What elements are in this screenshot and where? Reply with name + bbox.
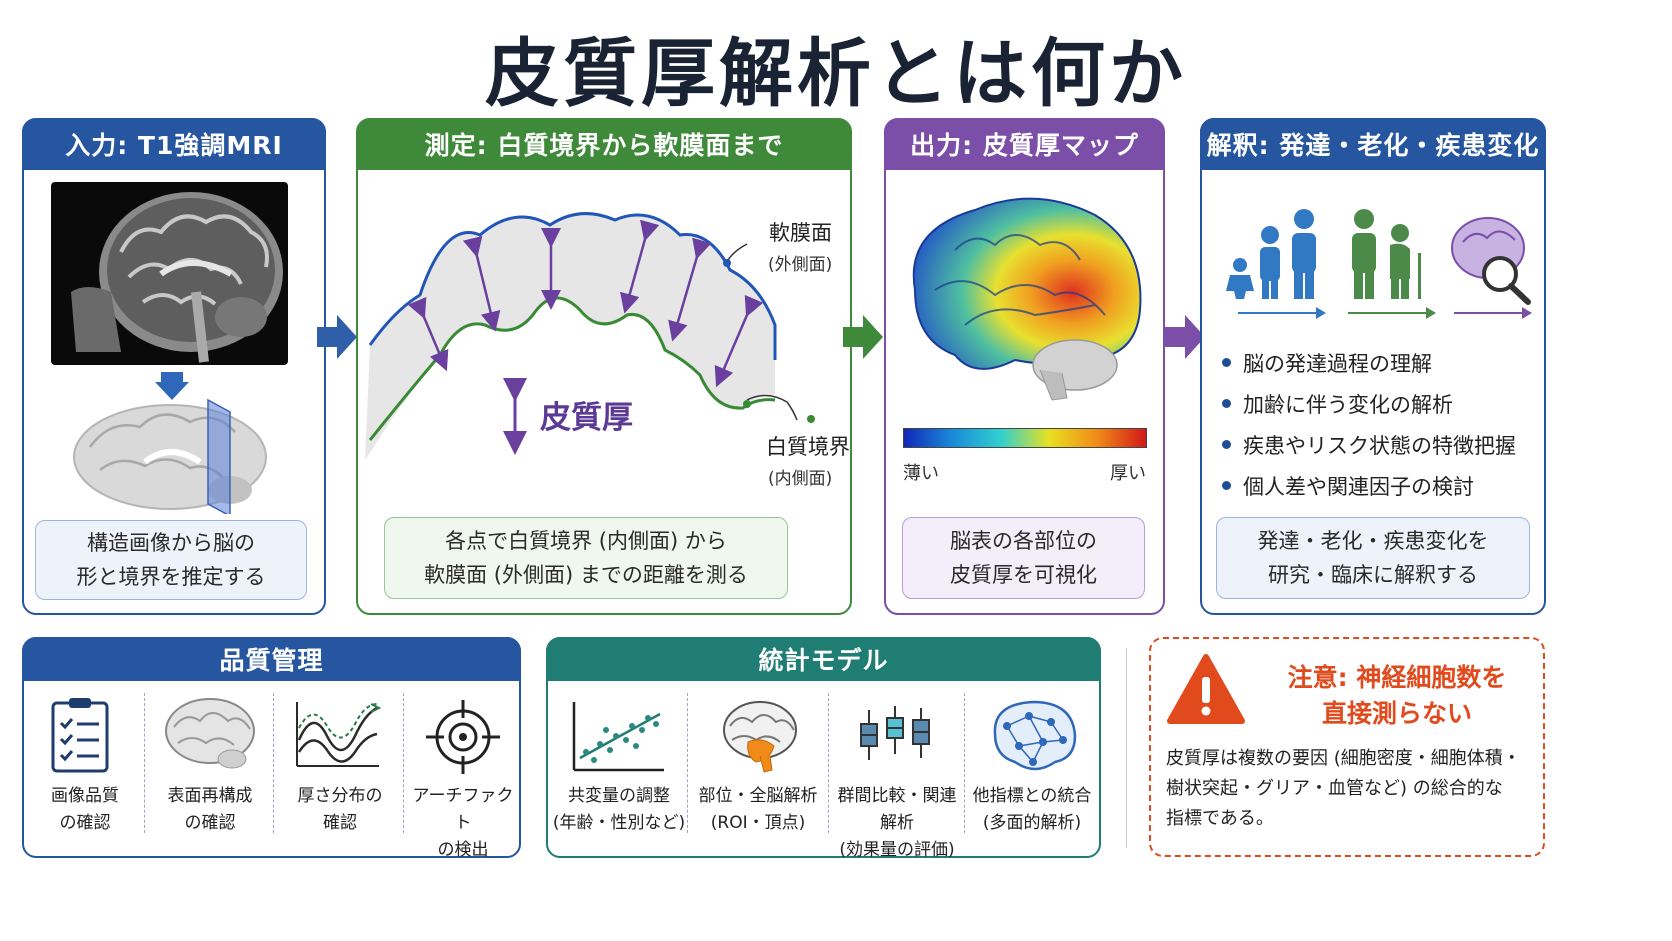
measure-header: 測定: 白質境界から軟膜面まで (356, 118, 852, 170)
measure-caption-line1: 各点で白質境界 (内側面) から (445, 529, 727, 553)
interpret-header: 解釈: 発達・老化・疾患変化 (1200, 118, 1546, 170)
white-matter-label: 白質境界 (766, 435, 850, 459)
brain-region-icon (723, 701, 797, 773)
output-caption: 脳表の各部位の 皮質厚を可視化 (902, 517, 1145, 599)
flow-arrow-icon (317, 315, 357, 359)
down-arrow-icon (155, 372, 189, 400)
output-caption-line2: 皮質厚を可視化 (950, 563, 1097, 587)
white-matter-sub: (内側面) (768, 469, 833, 489)
measure-caption-line2: 軟膜面 (外側面) までの距離を測る (424, 563, 748, 587)
warning-icon (1167, 654, 1245, 724)
input-caption-line1: 構造画像から脳の (87, 531, 255, 555)
bullet-item: 疾患やリスク状態の特徴把握 (1222, 424, 1516, 465)
brain-mri-icon (51, 182, 288, 365)
pial-label: 軟膜面 (769, 221, 832, 245)
elderly-people-icon (1348, 209, 1436, 319)
stats-item-4: 他指標との統合(多面的解析) (972, 786, 1092, 833)
qc-item-3: 厚さ分布の確認 (297, 786, 383, 833)
output-caption-line1: 脳表の各部位の (950, 529, 1097, 553)
brain-network-icon (993, 700, 1077, 771)
bullet-item: 個人差や関連因子の検討 (1222, 465, 1516, 506)
stats-item-3: 群間比較・関連解析(効果量の評価) (837, 786, 957, 860)
pial-sub: (外側面) (768, 255, 833, 275)
scale-low-label: 薄い (903, 463, 939, 484)
people-development-icon (1226, 209, 1326, 319)
interpret-bullet-list: 脳の発達過程の理解 加齢に伴う変化の解析 疾患やリスク状態の特徴把握 個人差や関… (1222, 342, 1516, 506)
cortex-diagram (365, 212, 815, 460)
brain-surface-icon (165, 698, 255, 769)
interpret-caption-line2: 研究・臨床に解釈する (1268, 563, 1478, 587)
flow-arrow-icon (843, 315, 883, 359)
page-title: 皮質厚解析とは何か (485, 31, 1187, 117)
input-caption: 構造画像から脳の 形と境界を推定する (35, 520, 307, 600)
bullet-item: 脳の発達過程の理解 (1222, 342, 1516, 383)
measure-caption: 各点で白質境界 (内側面) から 軟膜面 (外側面) までの距離を測る (384, 517, 788, 599)
boxplot-icon (860, 706, 930, 760)
output-header: 出力: 皮質厚マップ (884, 118, 1165, 170)
qc-item-2: 表面再構成の確認 (167, 786, 253, 833)
brain-search-icon (1451, 217, 1532, 319)
qc-header: 品質管理 (22, 637, 521, 681)
input-header: 入力: T1強調MRI (22, 118, 326, 170)
checklist-icon (51, 698, 109, 773)
interpret-caption: 発達・老化・疾患変化を 研究・臨床に解釈する (1216, 517, 1530, 599)
interpret-caption-line1: 発達・老化・疾患変化を (1257, 529, 1489, 553)
thickness-map-brain-icon (912, 197, 1142, 401)
scatter-plot-icon (572, 702, 664, 772)
thickness-label: 皮質厚 (540, 400, 633, 436)
caution-title: 注意: 神経細胞数を 直接測らない (1287, 663, 1507, 728)
brain-3d-icon (73, 398, 267, 514)
scale-high-label: 厚い (1110, 463, 1146, 484)
qc-item-1: 画像品質の確認 (51, 786, 119, 833)
color-scale-bar (903, 428, 1147, 448)
qc-item-4: アーチファクトの検出 (412, 786, 514, 860)
input-caption-line2: 形と境界を推定する (76, 565, 266, 589)
flow-arrow-icon (1165, 315, 1205, 359)
target-icon (426, 700, 500, 774)
bullet-item: 加齢に伴う変化の解析 (1222, 383, 1516, 424)
stats-header: 統計モデル (546, 637, 1101, 681)
stats-item-1: 共変量の調整(年齢・性別など) (552, 786, 686, 833)
stats-item-2: 部位・全脳解析(ROI・頂点) (698, 786, 818, 833)
caution-body: 皮質厚は複数の要因 (細胞密度・細胞体積・ 樹状突起・グリア・血管など) の総合… (1166, 748, 1521, 829)
wave-distribution-icon (296, 702, 381, 767)
